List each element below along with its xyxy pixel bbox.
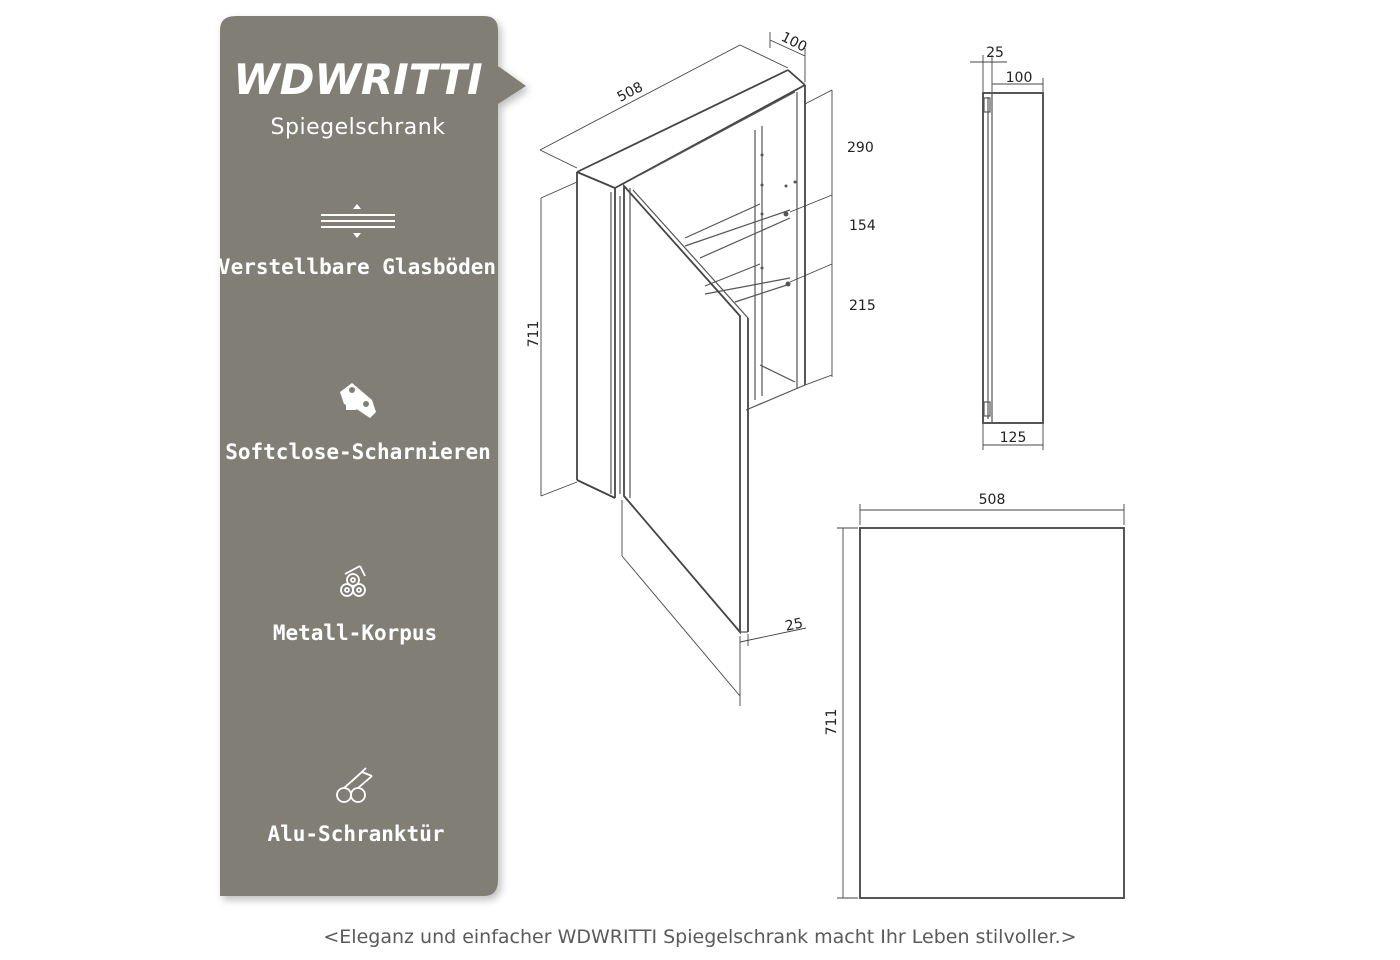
dim-door: 25: [784, 615, 805, 634]
adjustable-shelf-icon: [321, 204, 395, 238]
front-dim-height: 711: [824, 709, 840, 736]
dim-shelf-mid: 154: [849, 218, 876, 234]
side-dim-total: 125: [1000, 430, 1027, 446]
side-view: 25 100 125: [970, 45, 1044, 450]
dim-shelf-bottom: 215: [849, 298, 876, 314]
isometric-drawing: 508 100 711 290 154 215 25: [526, 29, 876, 706]
metal-rolls-icon: [340, 565, 366, 597]
hinge-icon: [340, 383, 376, 418]
feature-panel: [220, 16, 526, 896]
front-dim-width: 508: [979, 492, 1006, 508]
feature-label-shelves: Verstellbare Glasböden: [218, 255, 496, 279]
feature-label-door: Alu-Schranktür: [267, 822, 444, 846]
brand-name: WDWRITTI: [233, 55, 482, 104]
front-view: 508 711: [824, 492, 1125, 899]
feature-label-hinges: Softclose-Scharnieren: [225, 440, 491, 464]
aluminium-profiles-icon: [336, 767, 373, 803]
caption: <Eleganz und einfacher WDWRITTI Spiegels…: [323, 926, 1076, 948]
side-dim-depth: 100: [1006, 70, 1033, 86]
dim-shelf-top: 290: [847, 140, 874, 156]
dim-width: 508: [615, 79, 646, 105]
brand-subtitle: Spiegelschrank: [271, 115, 446, 140]
side-dim-door: 25: [986, 45, 1004, 61]
feature-label-body: Metall-Korpus: [273, 621, 437, 645]
dim-height: 711: [526, 321, 542, 348]
